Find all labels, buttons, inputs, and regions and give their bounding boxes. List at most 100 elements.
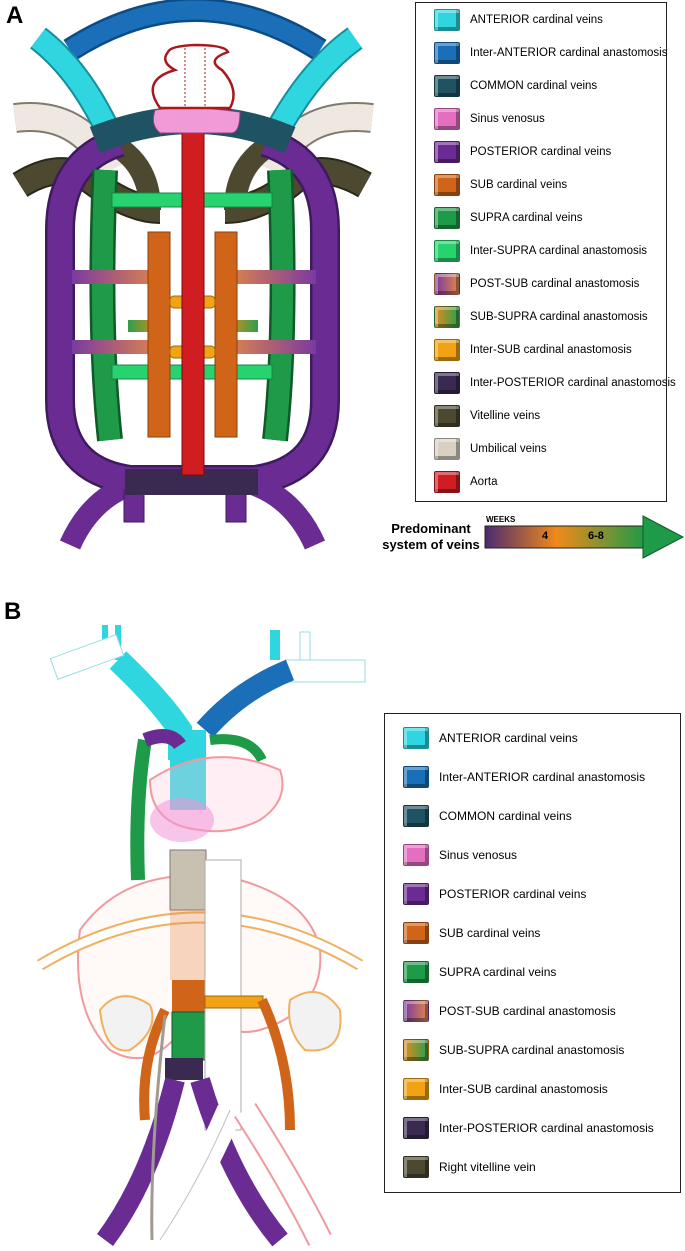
legend-a-item-10: Inter-SUB cardinal anastomosis [434,338,632,362]
legend-a-swatch-12 [434,405,460,427]
legend-a-label-6: SUPRA cardinal veins [470,212,583,224]
weeks-caption-line1: Predominant [391,521,471,536]
legend-b-label-6: SUPRA cardinal veins [439,965,557,979]
ivc-upper-b [169,849,207,911]
legend-b-item-3: Sinus venosus [403,843,517,867]
legend-b-item-7: POST-SUB cardinal anastomosis [403,999,616,1023]
legend-b-label-8: SUB-SUPRA cardinal anastomosis [439,1043,625,1057]
legend-a-label-8: POST-SUB cardinal anastomosis [470,278,640,290]
legend-b-swatch-1 [403,766,429,788]
supra-cardinal-b [130,738,152,881]
legend-a-swatch-10 [434,339,460,361]
kidney-right [288,991,342,1052]
weeks-caption: Predominant system of veins [376,521,486,553]
legend-a-swatch-2 [434,75,460,97]
legend-b-label-1: Inter-ANTERIOR cardinal anastomosis [439,770,646,784]
legend-b-label-4: POSTERIOR cardinal veins [439,887,587,901]
sub-cardinal-b-left [139,1007,170,1121]
legend-b-label-0: ANTERIOR cardinal veins [439,731,578,745]
legend-b-swatch-11 [403,1156,429,1178]
legend-a-item-4: POSTERIOR cardinal veins [434,140,611,164]
legend-b-item-0: ANTERIOR cardinal veins [403,726,578,750]
sub-cardinal-b-right [257,997,295,1131]
legend-a-label-7: Inter-SUPRA cardinal anastomosis [470,245,648,257]
anterior-cardinal-veins [29,27,363,142]
legend-a-item-12: Vitelline veins [434,404,540,428]
legend-b-swatch-0 [403,727,429,749]
legend-a-label-3: Sinus venosus [470,113,545,125]
legend-b-swatch-6 [403,961,429,983]
legend-a-item-7: Inter-SUPRA cardinal anastomosis [434,239,647,263]
legend-a-item-13: Umbilical veins [434,437,547,461]
legend-a-label-11: Inter-POSTERIOR cardinal anastomosis [470,377,676,389]
sinus-venosus [152,107,241,134]
legend-a-swatch-6 [434,207,460,229]
legend-b-swatch-9 [403,1078,429,1100]
right-vitelline-b [150,1014,167,1241]
legend-panel-b: ANTERIOR cardinal veins Inter-ANTERIOR c… [384,713,681,1193]
panel-a-label: A [6,2,24,29]
legend-a-swatch-7 [434,240,460,262]
legend-a-label-13: Umbilical veins [470,443,547,455]
legend-a-swatch-9 [434,306,460,328]
legend-a-item-1: Inter-ANTERIOR cardinal anastomosis [434,41,667,65]
legend-a-label-4: POSTERIOR cardinal veins [470,146,612,158]
legend-b-swatch-4 [403,883,429,905]
weeks-title: WEEKS [486,515,516,524]
legend-a-item-3: Sinus venosus [434,107,545,131]
post-sub-anastomosis [72,270,316,354]
anterior-cardinal-veins-b [49,625,366,760]
heart-outline [151,43,235,110]
legend-a-swatch-5 [434,174,460,196]
legend-b-swatch-10 [403,1117,429,1139]
legend-b-label-10: Inter-POSTERIOR cardinal anastomosis [439,1121,654,1135]
inter-posterior-b [165,1058,203,1080]
legend-a-swatch-3 [434,108,460,130]
legend-a-label-1: Inter-ANTERIOR cardinal anastomosis [470,47,668,59]
aorta [181,119,205,476]
legend-a-label-5: SUB cardinal veins [470,179,568,191]
legend-a-swatch-13 [434,438,460,460]
legend-a-swatch-4 [434,141,460,163]
legend-a-label-10: Inter-SUB cardinal anastomosis [470,344,632,356]
legend-b-item-10: Inter-POSTERIOR cardinal anastomosis [403,1116,654,1140]
legend-a-swatch-0 [434,9,460,31]
legend-b-item-11: Right vitelline vein [403,1155,536,1179]
legend-b-item-4: POSTERIOR cardinal veins [403,882,586,906]
legend-b-label-5: SUB cardinal veins [439,926,541,940]
panel-b-diagram [36,625,366,1248]
legend-a-swatch-8 [434,273,460,295]
legend-a-item-9: SUB-SUPRA cardinal anastomosis [434,305,648,329]
sinus-venosus-b [150,798,214,842]
legend-a-swatch-1 [434,42,460,64]
legend-a-label-2: COMMON cardinal veins [470,80,598,92]
legend-b-label-3: Sinus venosus [439,848,518,862]
legend-b-swatch-2 [403,805,429,827]
legend-b-swatch-8 [403,1039,429,1061]
legend-a-swatch-11 [434,372,460,394]
legend-b-item-8: SUB-SUPRA cardinal anastomosis [403,1038,624,1062]
legend-a-swatch-14 [434,471,460,493]
supra-cardinal-veins [89,169,296,442]
panel-b-label: B [4,598,22,625]
weeks-arrow [484,515,685,559]
legend-panel-a: ANTERIOR cardinal veins Inter-ANTERIOR c… [415,2,676,502]
kidney-left [98,995,154,1052]
legend-a-item-0: ANTERIOR cardinal veins [434,8,603,32]
legend-b-label-2: COMMON cardinal veins [439,809,572,823]
legend-b-item-6: SUPRA cardinal veins [403,960,556,984]
sub-cardinal-veins [147,231,238,438]
legend-a-item-6: SUPRA cardinal veins [434,206,583,230]
legend-a-label-0: ANTERIOR cardinal veins [470,14,603,26]
legend-a-item-5: SUB cardinal veins [434,173,567,197]
posterior-cardinal-b [96,1077,185,1246]
legend-a-label-14: Aorta [470,476,498,488]
legend-b-item-9: Inter-SUB cardinal anastomosis [403,1077,608,1101]
legend-b-swatch-5 [403,922,429,944]
legend-a-label-9: SUB-SUPRA cardinal anastomosis [470,311,648,323]
legend-a-item-11: Inter-POSTERIOR cardinal anastomosis [434,371,676,395]
legend-a-item-8: POST-SUB cardinal anastomosis [434,272,639,296]
weeks-mark-4: 4 [542,530,549,542]
legend-b-label-7: POST-SUB cardinal anastomosis [439,1004,616,1018]
